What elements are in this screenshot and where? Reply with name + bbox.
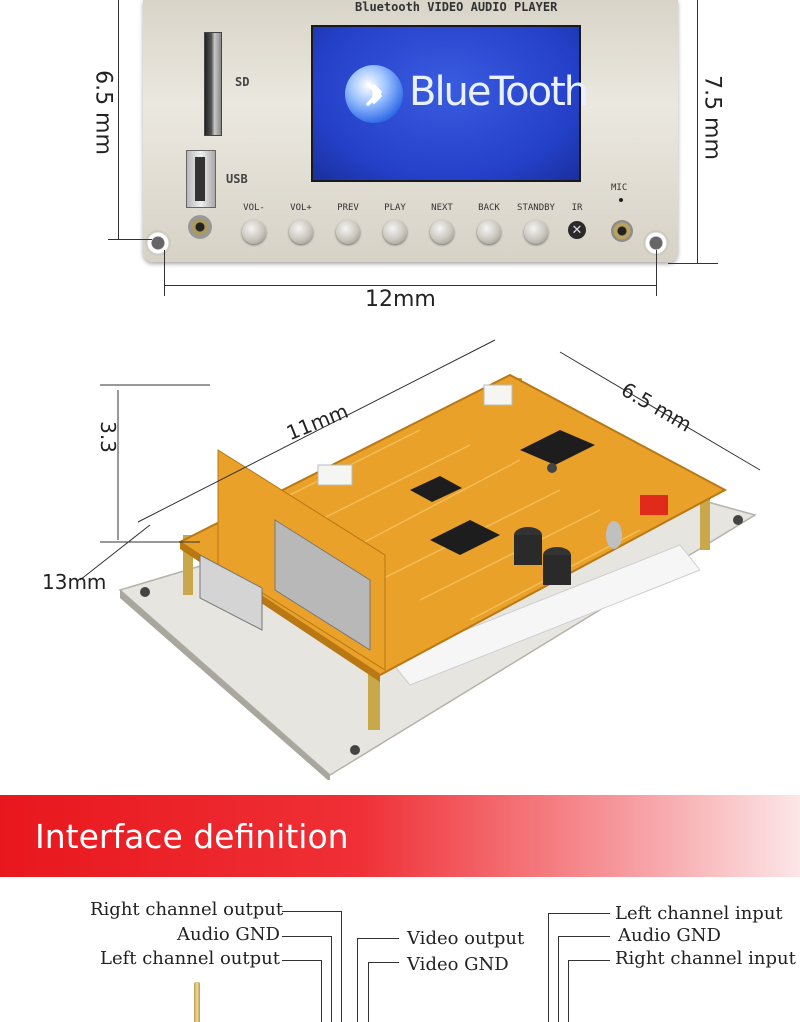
usb-label: USB xyxy=(226,172,248,186)
prev-button[interactable] xyxy=(336,220,360,244)
bottom-dim-line xyxy=(164,285,656,286)
lcd-screen: BlueTooth xyxy=(311,25,589,182)
pin-label-left-channel-output: Left channel output xyxy=(100,948,280,969)
section-title: Interface definition xyxy=(35,817,349,856)
button-label-next: NEXT xyxy=(431,203,453,213)
vol-down-button[interactable] xyxy=(242,220,266,244)
leader-line xyxy=(282,911,342,912)
section-banner: Interface definition xyxy=(0,795,800,877)
next-button[interactable] xyxy=(430,220,454,244)
board-depth-dimension: 13mm xyxy=(42,570,107,594)
right-dim-line xyxy=(697,0,698,264)
leader-line xyxy=(357,938,358,1022)
leader-line xyxy=(568,960,610,961)
mount-hole-left xyxy=(145,230,171,256)
button-label-standby: STANDBY xyxy=(517,203,555,213)
front-panel-figure: Bluetooth VIDEO AUDIO PLAYER SD USB Blue… xyxy=(0,0,800,320)
right-dim-tick xyxy=(668,263,718,264)
pin-label-video-output: Video output xyxy=(407,928,525,949)
aux-jack[interactable] xyxy=(188,215,212,239)
leader-line xyxy=(282,936,332,937)
leader-line xyxy=(368,962,399,963)
mic-hole-icon xyxy=(619,198,623,202)
leader-line xyxy=(558,936,559,1022)
leader-line xyxy=(341,911,342,1022)
bottom-dim-tick-right xyxy=(656,250,657,296)
leader-line xyxy=(558,936,610,937)
leader-line xyxy=(282,960,322,961)
left-dim-line xyxy=(118,0,119,240)
left-height-dimension: 6.5 mm xyxy=(90,70,116,155)
button-label-prev: PREV xyxy=(337,203,359,213)
pin-label-left-channel-input: Left channel input xyxy=(615,903,783,924)
ir-receiver-icon: ✕ xyxy=(568,221,586,239)
left-dim-tick xyxy=(108,239,152,240)
board-illustration xyxy=(79,339,761,780)
mic-jack[interactable] xyxy=(611,220,633,242)
screen-brand-text: BlueTooth xyxy=(409,69,589,115)
sd-label: SD xyxy=(235,75,250,89)
pin-label-right-channel-output: Right channel output xyxy=(90,899,284,920)
button-label-back: BACK xyxy=(478,203,500,213)
usb-port-tongue xyxy=(195,157,205,201)
usb-port[interactable] xyxy=(186,150,216,208)
button-label-vol-up: VOL+ xyxy=(290,203,312,213)
board-figure: 11mm 6.5 mm 3.3 13mm xyxy=(0,330,800,780)
pin-label-audio-gnd-right: Audio GND xyxy=(618,925,721,946)
button-label-play: PLAY xyxy=(384,203,406,213)
pin-label-audio-gnd-left: Audio GND xyxy=(177,924,280,945)
back-button[interactable] xyxy=(477,220,501,244)
button-label-vol-down: VOL- xyxy=(243,203,265,213)
mic-label: MIC xyxy=(611,183,628,193)
pin-label-video-gnd: Video GND xyxy=(407,954,509,975)
leader-line xyxy=(331,936,332,1022)
interface-definition: Right channel output Audio GND Left chan… xyxy=(0,890,800,1022)
leader-line xyxy=(321,960,322,1022)
right-height-dimension: 7.5 mm xyxy=(699,75,725,160)
play-button[interactable] xyxy=(383,220,407,244)
bottom-dim-tick-left xyxy=(164,250,165,296)
leader-line xyxy=(568,960,569,1022)
board-height-dimension: 3.3 xyxy=(95,421,120,453)
vol-up-button[interactable] xyxy=(289,220,313,244)
sd-card-slot[interactable] xyxy=(204,32,222,136)
panel-header-text: Bluetooth VIDEO AUDIO PLAYER xyxy=(355,0,558,14)
pin-label-right-channel-input: Right channel input xyxy=(615,948,796,969)
connector-pin xyxy=(194,982,200,1022)
button-label-ir: IR xyxy=(571,203,583,213)
standby-button[interactable] xyxy=(524,220,548,244)
leader-line xyxy=(548,913,610,914)
bottom-width-dimension: 12mm xyxy=(365,287,436,312)
leader-line xyxy=(357,938,399,939)
leader-line xyxy=(368,962,369,1022)
bluetooth-icon xyxy=(345,65,403,123)
leader-line xyxy=(548,913,549,1022)
